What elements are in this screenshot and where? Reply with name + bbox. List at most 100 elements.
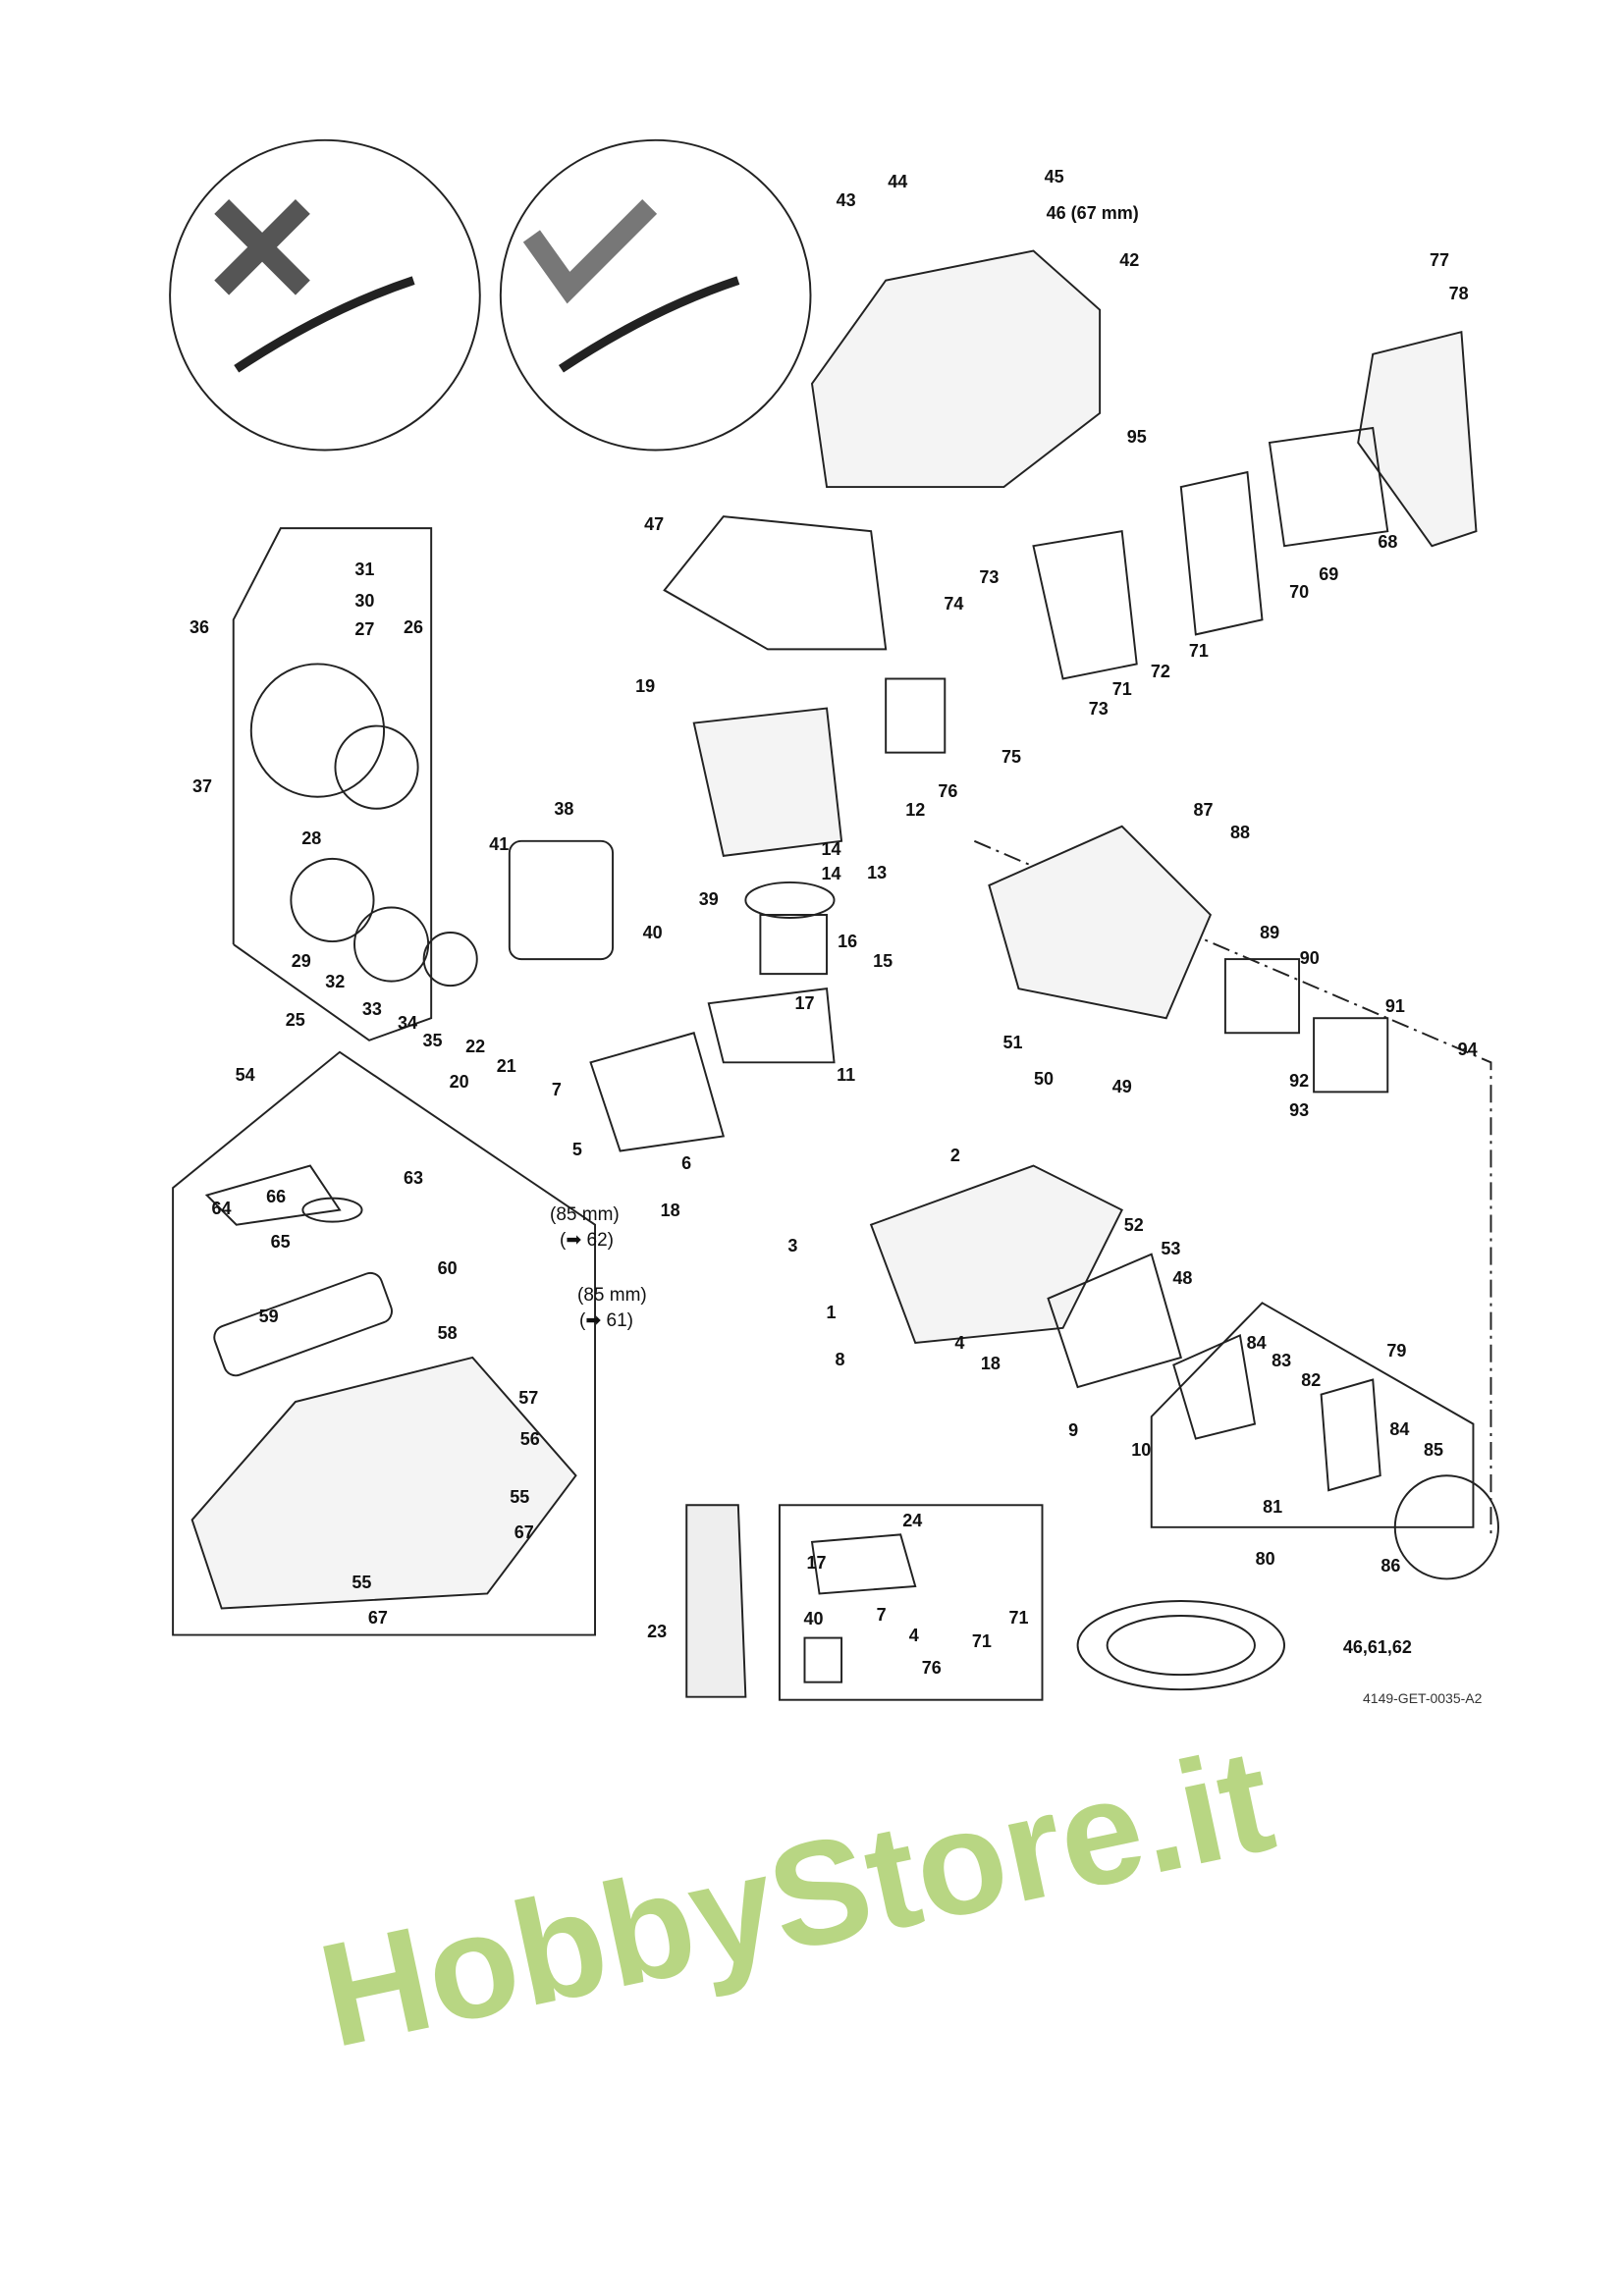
part-callout: 75 — [1001, 747, 1021, 768]
part-callout: 94 — [1457, 1040, 1478, 1060]
part-callout: 38 — [554, 798, 574, 819]
part-callout: 57 — [518, 1387, 539, 1408]
part-callout: 24 — [902, 1510, 923, 1530]
part-callout: 6 — [681, 1152, 692, 1173]
part-callout: 17 — [794, 993, 815, 1014]
part-callout: 80 — [1255, 1548, 1275, 1569]
part-callout: 15 — [873, 950, 893, 971]
hose-ref-note: (➡ 61) — [579, 1310, 633, 1331]
part-callout: 84 — [1389, 1418, 1410, 1439]
part-callout: 18 — [980, 1354, 1001, 1374]
hose-ref-note: (➡ 62) — [560, 1230, 614, 1251]
part-callout: 18 — [660, 1200, 680, 1220]
part-callout: 58 — [437, 1322, 458, 1343]
part-callout: 70 — [1289, 581, 1310, 602]
part-callout: 1 — [826, 1302, 837, 1322]
cross-mark-icon — [214, 199, 310, 295]
part-callout: 93 — [1289, 1099, 1310, 1120]
part-callout: 4 — [908, 1626, 919, 1646]
fuel-tank-group-box — [172, 1050, 597, 1636]
part-callout: 79 — [1386, 1340, 1407, 1361]
part-callout: 90 — [1299, 947, 1320, 968]
part-callout: 13 — [867, 862, 888, 882]
part-callout: 42 — [1119, 249, 1140, 270]
part-callout: 55 — [510, 1486, 530, 1507]
part-callout: 46 (67 mm) — [1046, 202, 1139, 223]
part-callout: 11 — [837, 1064, 856, 1085]
hose-length-note: (85 mm) — [550, 1204, 620, 1225]
part-callout: 2 — [949, 1146, 960, 1166]
part-callout: 73 — [1088, 698, 1109, 719]
part-callout: 72 — [1150, 662, 1170, 682]
part-callout: 56 — [519, 1429, 540, 1450]
clutch-group-box — [1150, 1302, 1475, 1528]
part-callout: 40 — [642, 923, 663, 943]
part-callout: 87 — [1193, 800, 1214, 821]
part-callout: 63 — [404, 1167, 424, 1188]
part-callout: 34 — [397, 1013, 418, 1034]
part-callout: 40 — [803, 1609, 824, 1629]
part-callout: 76 — [938, 780, 958, 801]
part-callout: 50 — [1034, 1069, 1055, 1090]
part-callout: 77 — [1430, 249, 1450, 270]
part-callout: 81 — [1263, 1497, 1283, 1518]
part-callout: 28 — [301, 828, 322, 849]
part-callout: 54 — [235, 1064, 255, 1085]
part-callout: 84 — [1246, 1333, 1267, 1354]
part-callout: 71 — [1111, 679, 1132, 700]
part-callout: 64 — [211, 1199, 232, 1219]
part-callout: 86 — [1380, 1556, 1401, 1576]
part-callout: 36 — [189, 617, 209, 638]
part-callout: 71 — [1008, 1607, 1029, 1628]
part-callout: 3 — [787, 1236, 798, 1256]
incorrect-routing-inset — [169, 138, 481, 452]
part-callout: 39 — [698, 888, 719, 909]
part-callout: 83 — [1272, 1351, 1292, 1371]
part-callout: 48 — [1172, 1268, 1193, 1289]
part-callout: 23 — [647, 1621, 668, 1641]
part-callout: 14 — [821, 838, 841, 859]
part-callout: 74 — [944, 593, 964, 614]
part-callout: 32 — [325, 971, 346, 991]
part-callout: 7 — [551, 1079, 562, 1099]
part-callout: 43 — [836, 190, 856, 211]
part-callout: 44 — [888, 171, 908, 191]
part-callout: 5 — [571, 1140, 582, 1160]
part-callout: 73 — [979, 566, 1000, 587]
drawing-code: 4149-GET-0035-A2 — [1363, 1690, 1483, 1706]
part-callout: 78 — [1448, 284, 1469, 304]
part-callout: 9 — [1068, 1420, 1079, 1441]
part-callout: 27 — [354, 618, 375, 639]
part-callout: 65 — [270, 1231, 291, 1252]
part-callout: 69 — [1319, 563, 1339, 584]
part-callout: 46,61,62 — [1342, 1637, 1412, 1658]
part-callout: 92 — [1289, 1070, 1310, 1091]
part-callout: 21 — [496, 1055, 516, 1076]
part-callout: 85 — [1424, 1439, 1444, 1460]
part-callout: 67 — [514, 1522, 534, 1542]
part-callout: 31 — [354, 560, 375, 580]
part-callout: 68 — [1378, 531, 1398, 552]
part-callout: 19 — [635, 676, 656, 697]
part-callout: 47 — [644, 513, 665, 534]
starter-group-box — [232, 527, 433, 1041]
part-callout: 52 — [1123, 1215, 1144, 1236]
part-callout: 88 — [1230, 823, 1251, 843]
part-callout: 10 — [1131, 1439, 1152, 1460]
part-callout: 91 — [1384, 996, 1405, 1017]
part-callout: 53 — [1161, 1239, 1181, 1259]
part-callout: 59 — [258, 1307, 279, 1327]
check-mark-icon — [522, 199, 658, 304]
part-callout: 49 — [1111, 1076, 1132, 1096]
part-callout: 7 — [876, 1604, 887, 1625]
part-callout: 35 — [422, 1031, 443, 1051]
part-callout: 8 — [835, 1349, 845, 1369]
part-callout: 22 — [465, 1037, 486, 1057]
part-callout: 25 — [285, 1010, 305, 1030]
part-callout: 71 — [971, 1631, 992, 1652]
part-callout: 14 — [821, 864, 841, 884]
part-callout: 37 — [191, 776, 212, 797]
part-callout: 55 — [352, 1572, 372, 1592]
